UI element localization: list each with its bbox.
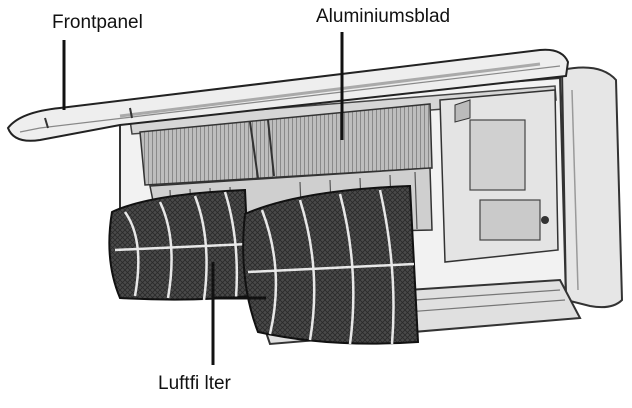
heat-exchanger-fins bbox=[139, 103, 433, 186]
air-filter-label: Luftfi lter bbox=[158, 373, 231, 394]
front-panel-label: Frontpanel bbox=[52, 12, 143, 33]
aluminium-fins-label: Aluminiumsblad bbox=[316, 6, 451, 27]
right-side-cap bbox=[560, 66, 624, 309]
right-air-filter bbox=[242, 184, 420, 345]
left-air-filter bbox=[108, 188, 252, 301]
